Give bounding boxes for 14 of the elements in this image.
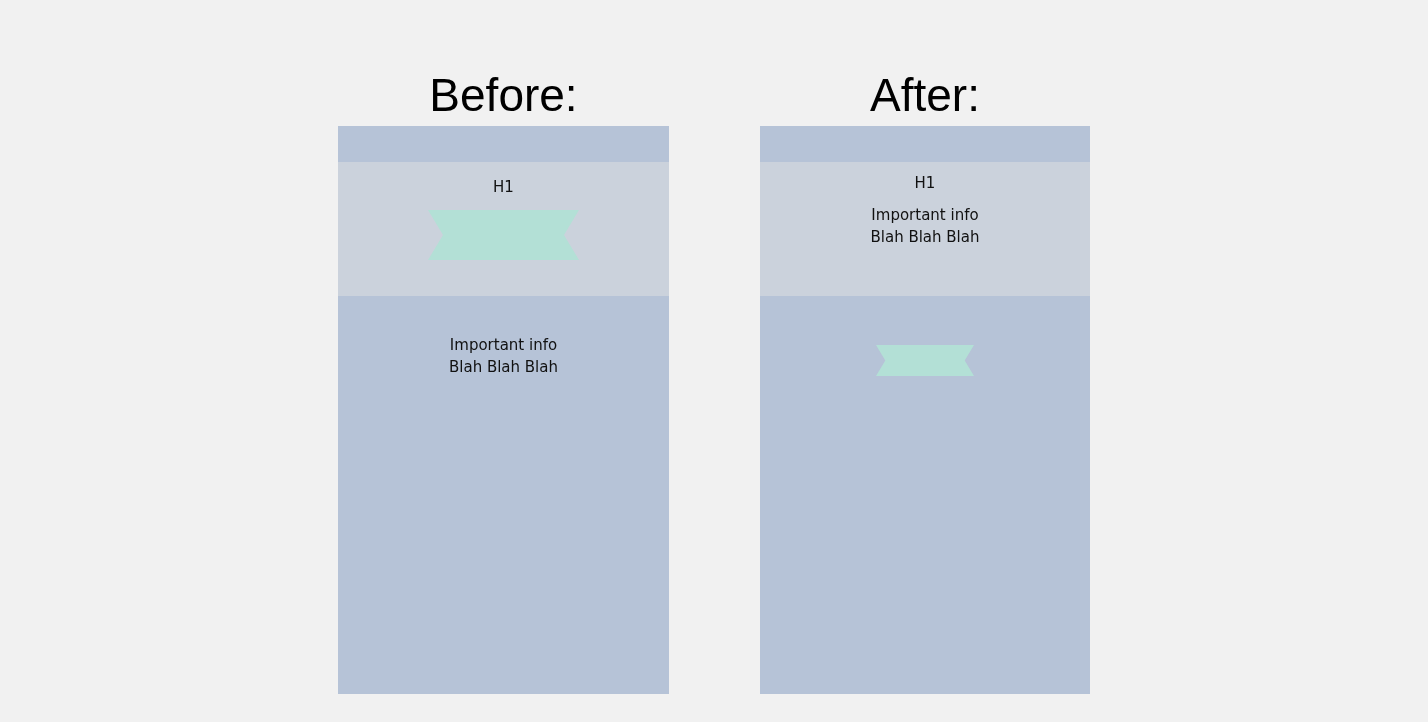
hero-section [338, 162, 669, 296]
heading-text: H1 [492, 177, 515, 198]
header-bar [338, 126, 669, 162]
content-section [760, 296, 1090, 694]
heading-text: H1 [913, 173, 937, 194]
content-section [338, 296, 669, 694]
body-text: Important info Blah Blah Blah [448, 335, 559, 378]
heading: After: [869, 68, 981, 122]
hero-section [760, 162, 1090, 296]
heading: Before: [428, 68, 579, 122]
body-text: Important info Blah Blah Blah [869, 205, 981, 248]
banner-shape [428, 210, 579, 260]
header-bar [760, 126, 1090, 162]
banner-shape [876, 345, 974, 376]
